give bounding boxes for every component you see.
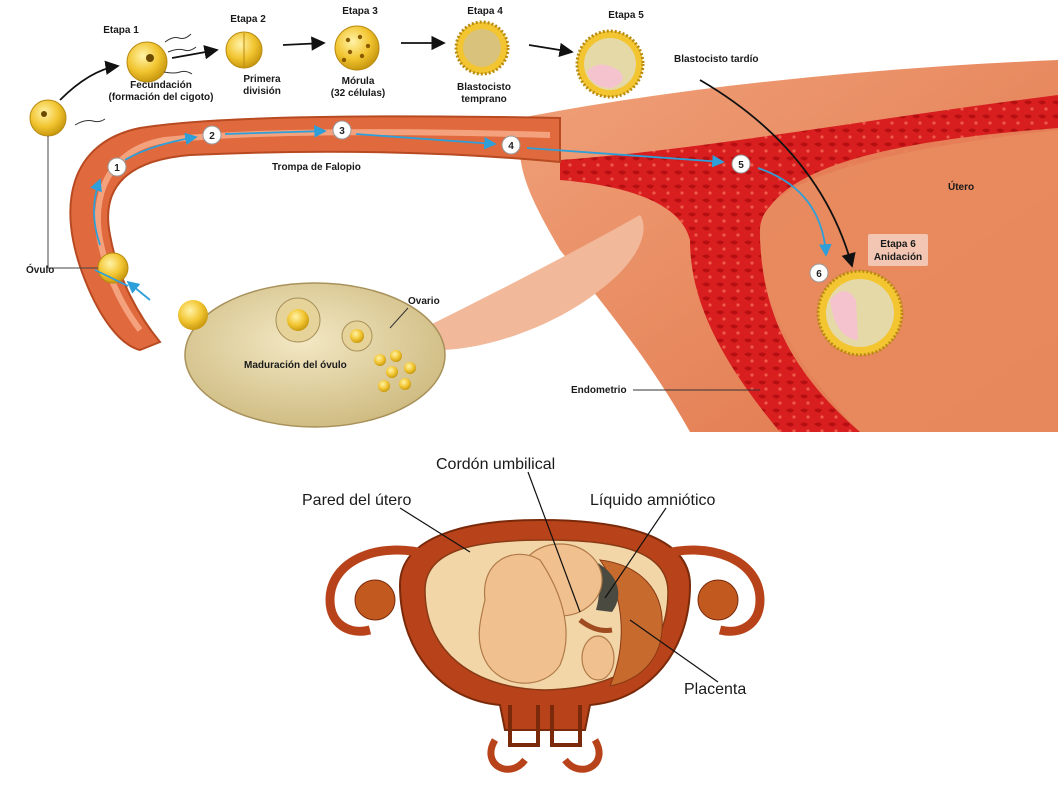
wall-label: Pared del útero	[302, 492, 412, 509]
stage-1-caption-1: Fecundación	[130, 80, 192, 91]
maturation-label: Maduración del óvulo	[244, 360, 347, 371]
svg-text:4: 4	[508, 141, 514, 152]
fetus	[478, 543, 615, 684]
ovary-ligament	[420, 215, 644, 350]
cell-stage-2	[225, 31, 263, 69]
left-tube	[325, 545, 432, 636]
ovary	[184, 282, 446, 428]
stage-6-title: Etapa 6	[880, 239, 916, 250]
path-marker-3: 3	[332, 120, 352, 140]
placenta-label: Placenta	[684, 681, 746, 698]
stage-4-title: Etapa 4	[467, 6, 503, 17]
ovary-follicles	[178, 297, 416, 392]
path-marker-5: 5	[731, 154, 751, 174]
svg-text:3: 3	[339, 126, 345, 137]
bottom-pointers	[399, 471, 719, 683]
stage-5-title: Etapa 5	[608, 10, 644, 21]
ovary-label: Ovario	[408, 296, 440, 307]
stage-3-caption-2: (32 células)	[331, 88, 385, 99]
stage-3-title: Etapa 3	[342, 6, 378, 17]
svg-text:6: 6	[816, 269, 822, 280]
endometrium-label: Endometrio	[571, 385, 627, 396]
stage-5-caption: Blastocisto tardío	[674, 54, 758, 65]
stage-3-caption-1: Mórula	[342, 76, 375, 87]
endometrium-wall	[560, 95, 1058, 432]
ovule-top	[29, 99, 67, 137]
path-markers: 1 2 3 4 5 6	[107, 120, 829, 283]
svg-text:1: 1	[114, 163, 120, 174]
inner-uterus	[760, 128, 1058, 432]
stage-6-caption: Anidación	[874, 252, 922, 263]
cell-stage-3	[334, 25, 380, 71]
cell-stage-1	[126, 41, 168, 83]
path-marker-2: 2	[202, 125, 222, 145]
path-marker-6: 6	[809, 263, 829, 283]
ovule-label: Óvulo	[26, 263, 54, 276]
svg-text:2: 2	[209, 131, 215, 142]
cell-stage-4	[454, 20, 510, 76]
stage-4-caption-1: Blastocisto	[457, 82, 511, 93]
left-ovary	[354, 579, 396, 621]
fluid-label: Líquido amniótico	[590, 492, 716, 509]
stage-arrows	[59, 35, 856, 268]
stage-4-caption-2: temprano	[461, 94, 507, 105]
right-ovary	[697, 579, 739, 621]
tube-label: Trompa de Falopio	[272, 162, 361, 173]
cell-stage-5	[575, 29, 645, 99]
stage-cells	[74, 20, 904, 357]
svg-text:5: 5	[738, 160, 744, 171]
stage-1-caption-2: (formación del cigoto)	[109, 92, 214, 103]
stage-2-title: Etapa 2	[230, 14, 266, 25]
uterus-label: Útero	[948, 180, 974, 193]
right-tube	[658, 545, 765, 636]
bottom-diagram: Cordón umbilical Pared del útero Líquido…	[302, 456, 765, 773]
top-diagram: 1 2 3 4 5 6 Etapa 1 Fecundación (formaci…	[26, 6, 1058, 432]
anatomy-labels: Trompa de Falopio Útero Óvulo Ovario Mad…	[26, 162, 974, 396]
umbilical-cord	[578, 618, 613, 633]
stage-2-caption-1: Primera	[243, 74, 281, 85]
cord-label: Cordón umbilical	[436, 456, 555, 473]
cervix	[508, 705, 582, 747]
migration-path	[90, 125, 832, 301]
stage-labels: Etapa 1 Fecundación (formación del cigot…	[103, 6, 928, 266]
stage-1-title: Etapa 1	[103, 25, 139, 36]
path-marker-1: 1	[107, 157, 127, 177]
stage-2-caption-2: división	[243, 86, 281, 97]
path-marker-4: 4	[501, 135, 521, 155]
cell-stage-6	[816, 269, 904, 357]
